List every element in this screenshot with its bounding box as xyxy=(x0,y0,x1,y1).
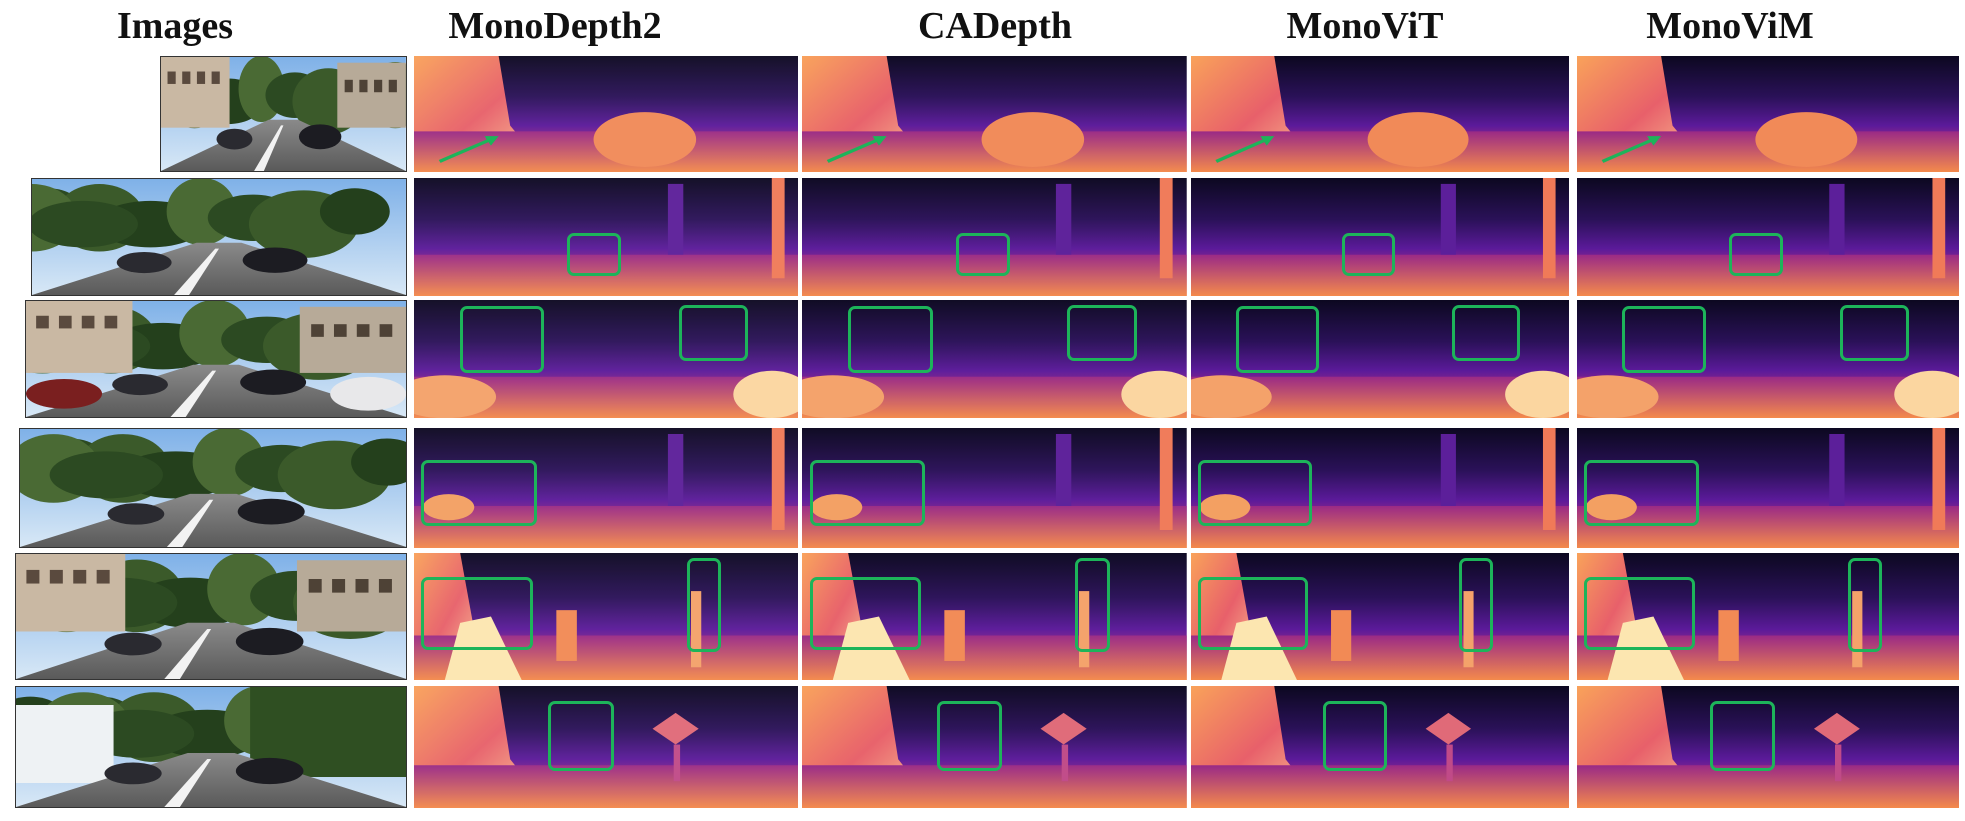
highlight-box xyxy=(1067,304,1137,362)
highlight-box xyxy=(1840,304,1910,362)
highlight-box xyxy=(1322,700,1388,772)
highlight-box xyxy=(1847,558,1883,653)
highlight-box xyxy=(421,577,533,650)
depth-map-monovit-row-6 xyxy=(1190,686,1569,808)
column-header-3: MonoViT xyxy=(1286,5,1444,47)
highlight-box xyxy=(848,305,933,374)
highlight-box xyxy=(1729,233,1783,276)
highlight-box xyxy=(1235,305,1320,374)
highlight-box xyxy=(1075,558,1110,653)
input-image-row-5 xyxy=(15,553,408,680)
depth-map-monovim-row-2 xyxy=(1576,178,1959,296)
input-image-row-6 xyxy=(15,686,408,808)
highlight-box xyxy=(567,233,622,276)
depth-map-monodepth2-row-5 xyxy=(413,553,799,680)
depth-map-monodepth2-row-2 xyxy=(413,178,799,296)
highlight-box xyxy=(1584,460,1699,527)
highlight-box xyxy=(1341,233,1395,276)
highlight-box xyxy=(1710,700,1776,772)
depth-map-cadepth-row-5 xyxy=(802,553,1187,680)
depth-map-cadepth-row-4 xyxy=(802,428,1187,548)
depth-map-monovim-row-4 xyxy=(1576,428,1959,548)
input-image-row-4 xyxy=(18,428,408,548)
depth-map-cadepth-row-3 xyxy=(802,300,1187,418)
highlight-box xyxy=(421,460,537,527)
highlight-box xyxy=(1459,558,1494,653)
highlight-box xyxy=(1198,460,1312,527)
depth-map-cadepth-row-1 xyxy=(802,56,1187,172)
depth-map-monodepth2-row-4 xyxy=(413,428,799,548)
highlight-box xyxy=(809,577,922,650)
depth-map-monodepth2-row-6 xyxy=(413,686,799,808)
depth-map-monovim-row-5 xyxy=(1576,553,1959,680)
highlight-box xyxy=(1451,304,1520,362)
depth-map-cadepth-row-6 xyxy=(802,686,1187,808)
input-image-row-1 xyxy=(160,56,408,172)
depth-map-monovit-row-1 xyxy=(1190,56,1569,172)
depth-map-monovit-row-2 xyxy=(1190,178,1569,296)
column-header-2: CADepth xyxy=(917,5,1073,47)
highlight-box xyxy=(1622,305,1707,374)
highlight-box xyxy=(548,700,614,772)
depth-map-cadepth-row-2 xyxy=(802,178,1187,296)
highlight-box xyxy=(955,233,1010,276)
input-image-row-2 xyxy=(31,178,408,296)
depth-map-monovim-row-3 xyxy=(1576,300,1959,418)
depth-map-monodepth2-row-3 xyxy=(413,300,799,418)
depth-map-monovit-row-4 xyxy=(1190,428,1569,548)
column-header-1: MonoDepth2 xyxy=(448,5,662,47)
column-header-0: Images xyxy=(116,5,234,47)
column-header-4: MonoViM xyxy=(1646,5,1814,47)
depth-map-monodepth2-row-1 xyxy=(413,56,799,172)
highlight-box xyxy=(1584,577,1695,650)
depth-map-monovim-row-1 xyxy=(1576,56,1959,172)
highlight-box xyxy=(679,304,749,362)
highlight-box xyxy=(686,558,722,653)
highlight-box xyxy=(1198,577,1308,650)
depth-map-monovim-row-6 xyxy=(1576,686,1959,808)
depth-map-monovit-row-3 xyxy=(1190,300,1569,418)
highlight-box xyxy=(809,460,926,527)
highlight-box xyxy=(459,305,545,374)
input-image-row-3 xyxy=(25,300,408,418)
depth-map-monovit-row-5 xyxy=(1190,553,1569,680)
highlight-box xyxy=(936,700,1003,772)
